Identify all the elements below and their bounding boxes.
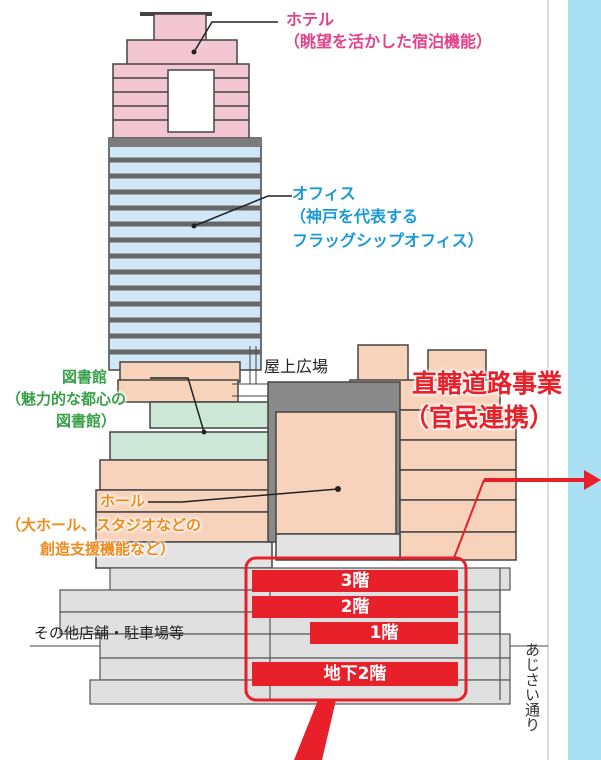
pointer-down-icon [294, 700, 336, 760]
podium-left [95, 379, 273, 569]
hotel-block [112, 12, 250, 141]
rooftop-label: 屋上広場 [264, 357, 329, 376]
hall-block [267, 381, 401, 543]
hotel-description: （眺望を活かした宿泊機能） [284, 32, 493, 51]
floor-label-b2: 地下2階 [323, 664, 387, 684]
floor-bar-b2 [252, 662, 458, 686]
podium-right [275, 409, 517, 561]
direct-project-subtitle: （官民連携） [404, 403, 555, 432]
hall-description-line1: （大ホール、スタジオなどの [6, 516, 202, 534]
hotel-title: ホテル [286, 10, 335, 29]
office-description-line2: フラッグシップオフィス） [292, 231, 484, 250]
library-description-line1: （魅力的な都心の [6, 390, 127, 408]
hall-title: ホール [100, 492, 146, 510]
floor-label-1: 1階 [369, 623, 399, 643]
floor-label-3: 3階 [340, 571, 370, 591]
floor-bar-2 [252, 596, 458, 618]
street-label: あじさい通り [523, 642, 541, 732]
office-block [108, 137, 262, 383]
hotel-opening [167, 69, 215, 133]
floor-bar-3 [252, 570, 458, 592]
floor-bar-1 [310, 622, 458, 644]
arrow-right-icon [584, 470, 601, 490]
floor-label-2: 2階 [340, 597, 370, 617]
highlight-frame [244, 556, 468, 702]
library-title: 図書館 [62, 368, 108, 386]
other-shops-label: その他店舗・駐車場等 [34, 624, 185, 642]
office-description-line1: （神戸を代表する [290, 207, 419, 226]
direct-project-title: 直轄道路事業 [412, 369, 563, 398]
hall-description-line2: 創造支援機能など） [40, 540, 176, 558]
office-title: オフィス [292, 184, 356, 203]
library-description-line2: 図書館） [56, 412, 117, 430]
road-band [568, 0, 601, 760]
